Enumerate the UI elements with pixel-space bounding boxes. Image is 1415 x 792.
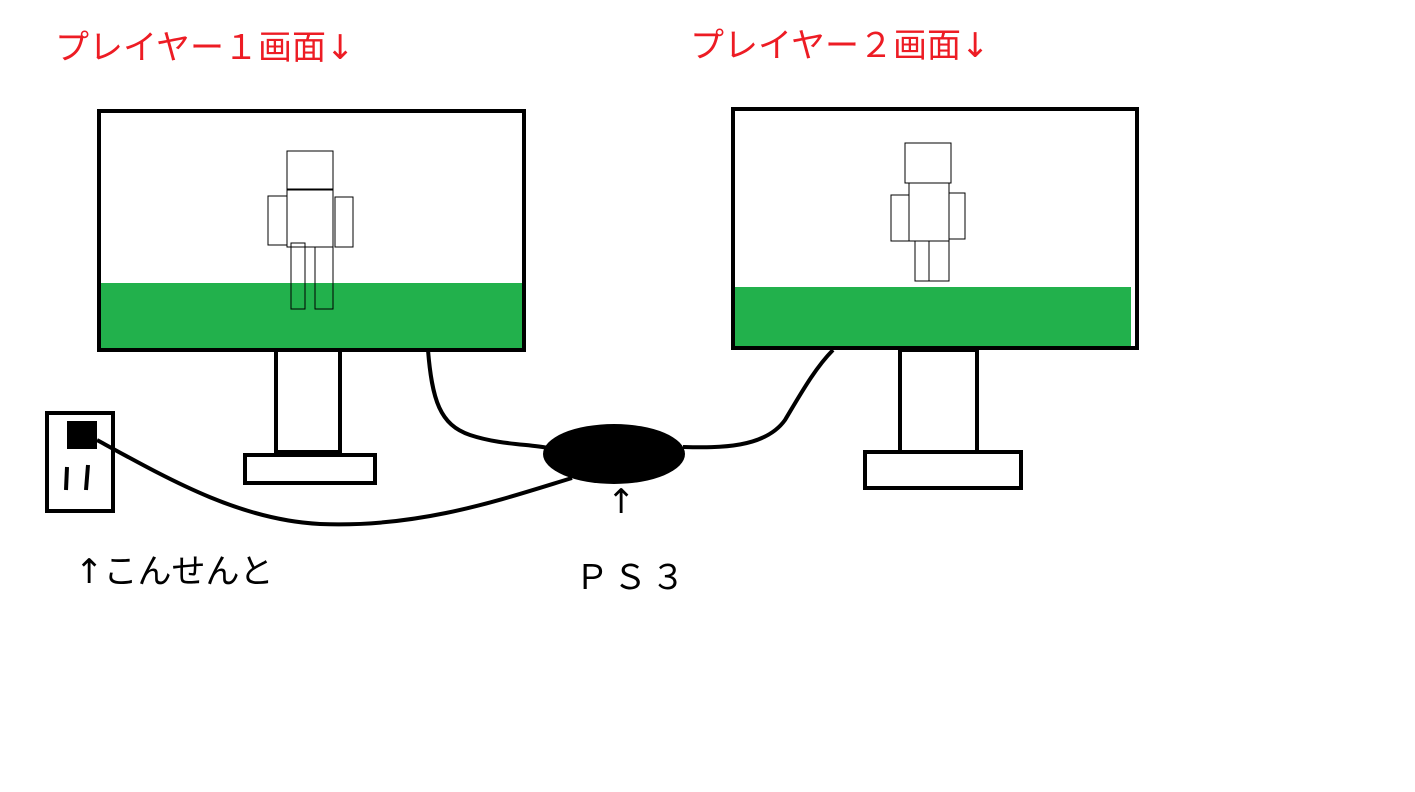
ground-player2 — [735, 287, 1131, 346]
label-player1-screen: プレイヤー１画面↓ — [55, 28, 355, 68]
monitor-player1 — [97, 109, 526, 485]
plug — [67, 421, 97, 449]
cables — [96, 348, 835, 527]
stand-base-player1 — [243, 453, 377, 485]
character-player1 — [267, 150, 354, 310]
ps3-arrow: ↑ — [607, 482, 636, 522]
ps3-console — [543, 424, 685, 484]
cable-monitor1 — [426, 349, 549, 450]
stand-neck-player1 — [274, 348, 342, 454]
monitor-player2 — [731, 107, 1139, 490]
character-player2 — [890, 142, 966, 282]
cable-monitor2 — [682, 348, 835, 450]
stand-neck-player2 — [898, 348, 979, 454]
label-player2-screen: プレイヤー２画面↓ — [690, 26, 990, 66]
ground-player1 — [101, 283, 523, 348]
stand-base-player2 — [863, 450, 1023, 490]
power-outlet — [45, 411, 115, 513]
cable-power — [96, 438, 573, 527]
label-outlet: ↑こんせんと — [75, 552, 274, 592]
label-ps3: ＰＳ３ — [575, 558, 689, 598]
